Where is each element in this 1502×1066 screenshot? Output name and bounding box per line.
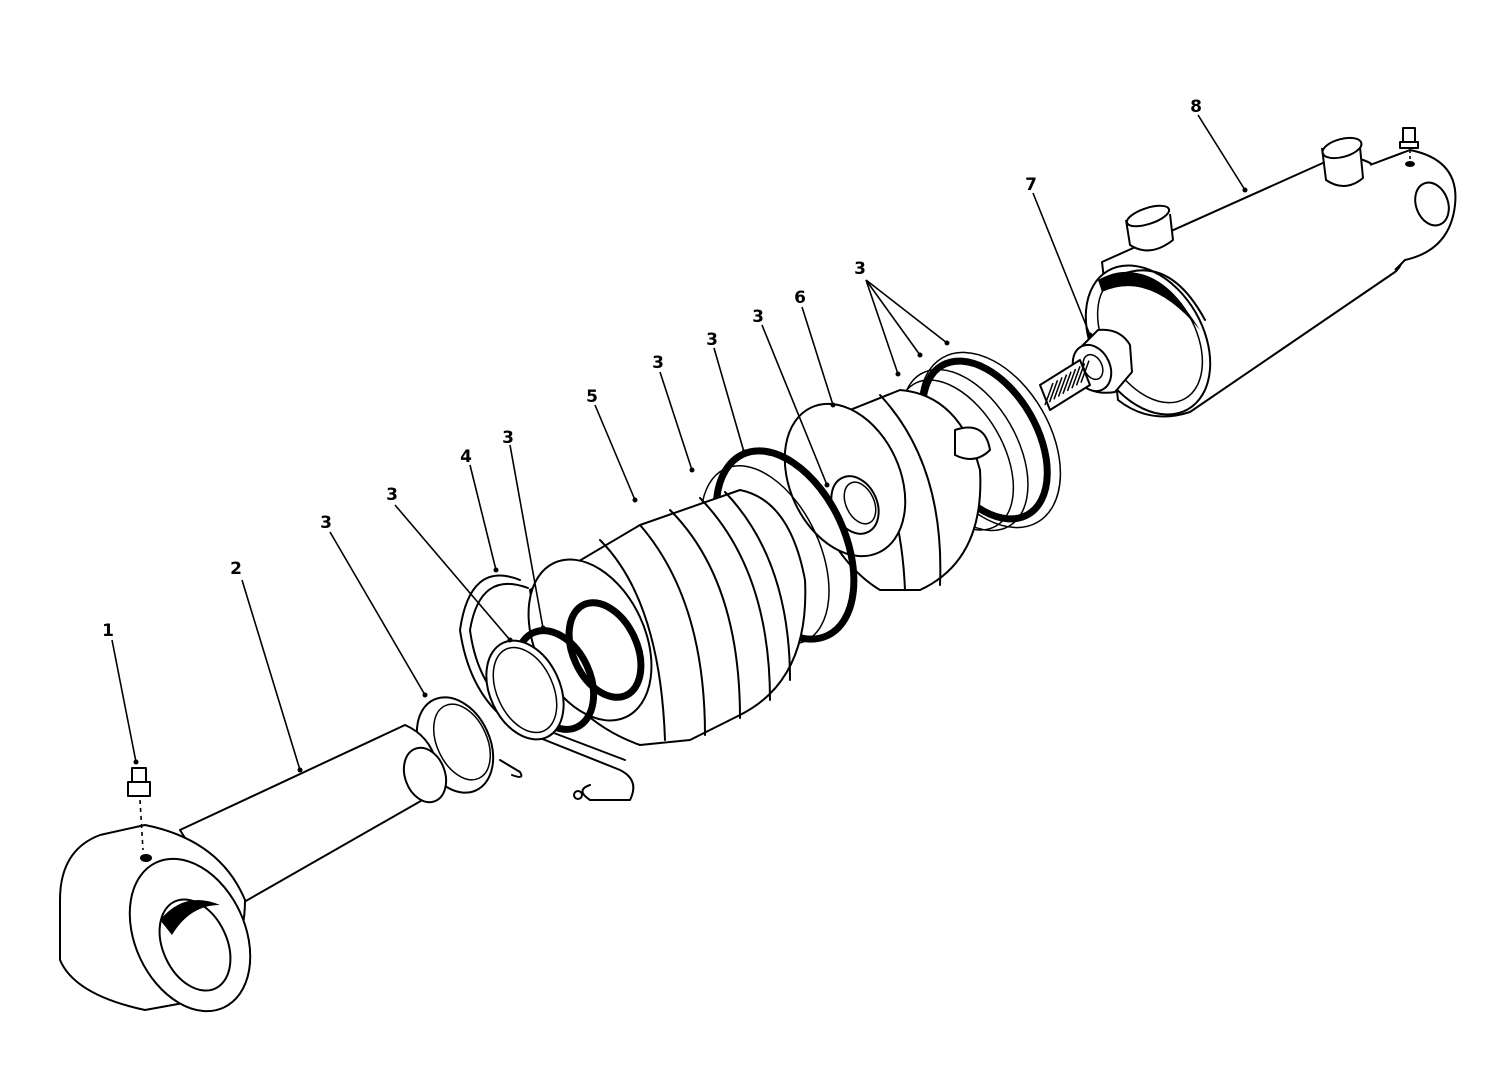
thread-line (1062, 371, 1072, 395)
callout-3: 3 (320, 513, 332, 533)
callout-7: 7 (1025, 175, 1037, 195)
callout-6: 6 (794, 288, 806, 308)
callout-3: 3 (502, 428, 514, 448)
cylinder-barrel (1084, 127, 1457, 418)
callout-2: 2 (230, 559, 242, 579)
callout-1: 1 (102, 621, 114, 641)
thread-line (1071, 365, 1081, 389)
callout-4: 4 (460, 447, 472, 467)
thread-line (1075, 363, 1086, 386)
thread-line (1048, 379, 1059, 403)
callout-3: 3 (706, 330, 718, 350)
callout-3: 3 (854, 259, 866, 279)
rod-thread (1039, 359, 1091, 411)
rod-seal-rings (485, 627, 598, 741)
thread-line (1066, 368, 1077, 392)
thread-line (1053, 377, 1063, 400)
callout-8: 8 (1190, 97, 1202, 117)
callout-3: 3 (652, 353, 664, 373)
callout-5: 5 (586, 387, 598, 407)
leader-lines (111, 114, 1248, 773)
thread-line (1057, 374, 1068, 397)
small-ring-6 (830, 475, 880, 535)
thread-line (1080, 360, 1090, 383)
callout-3: 3 (752, 307, 764, 327)
piston-rod (59, 724, 448, 1013)
thread-line (1044, 382, 1054, 406)
callout-3: 3 (386, 485, 398, 505)
callout-labels: 1 2 3 3 4 3 5 3 3 3 6 3 7 8 (102, 97, 1202, 641)
grease-fitting (127, 767, 151, 851)
